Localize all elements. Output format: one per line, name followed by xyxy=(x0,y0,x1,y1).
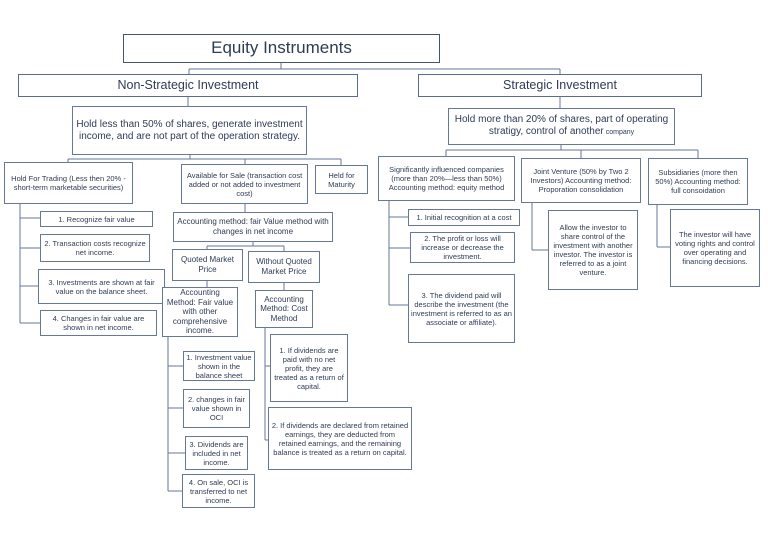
significantly-influenced-item-3: 3. The dividend paid will describe the i… xyxy=(408,274,515,343)
node-quoted-market-price: Quoted Market Price xyxy=(172,249,243,281)
cost-method-item-2: 2. If dividends are declared from retain… xyxy=(268,407,412,470)
strategic-description-text: Hold more than 20% of shares, part of op… xyxy=(454,114,669,137)
non-strategic-description: Hold less than 50% of shares, generate i… xyxy=(72,106,307,155)
significantly-influenced-item-1: 1. Initial recognition at a cost xyxy=(408,209,520,226)
cost-method-item-1: 1. If dividends are paid with no net pro… xyxy=(270,334,348,402)
strategic-description: Hold more than 20% of shares, part of op… xyxy=(448,108,675,145)
significantly-influenced-item-2: 2. The profit or loss will increase or d… xyxy=(410,232,515,263)
branch-non-strategic-investment: Non-Strategic Investment xyxy=(18,74,358,97)
node-without-quoted-market-price: Without Quoted Market Price xyxy=(248,251,320,283)
node-afs-accounting-method: Accounting method: fair Value method wit… xyxy=(173,212,333,242)
node-available-for-sale: Available for Sale (transaction cost add… xyxy=(181,164,308,204)
joint-venture-note: Allow the investor to share control of t… xyxy=(548,210,638,290)
hold-for-trading-item-3: 3. Investments are shown at fair value o… xyxy=(38,269,165,304)
hold-for-trading-item-1: 1. Recognize fair value xyxy=(40,211,153,227)
quoted-item-2: 2. changes in fair value shown in OCI xyxy=(183,389,250,428)
quoted-item-4: 4. On sale, OCI is transferred to net in… xyxy=(182,474,255,508)
node-hold-for-trading: Hold For Trading (Less then 20% -short-t… xyxy=(4,162,133,204)
node-accounting-method-fair-value-oci: Accounting Method: Fair value with other… xyxy=(162,287,238,337)
node-significantly-influenced: Significantly influenced companies (more… xyxy=(378,156,515,201)
quoted-item-1: 1. Investment value shown in the balance… xyxy=(183,351,255,381)
node-held-for-maturity: Held for Maturity xyxy=(315,165,368,194)
subsidiaries-note: The investor will have voting rights and… xyxy=(670,209,760,287)
branch-strategic-investment: Strategic Investment xyxy=(418,74,702,97)
node-subsidiaries: Subsidiaries (more then 50%) Accounting … xyxy=(648,158,748,205)
quoted-item-3: 3. Dividends are included in net income. xyxy=(185,436,248,470)
hold-for-trading-item-4: 4. Changes in fair value are shown in ne… xyxy=(40,310,157,336)
root-node-equity-instruments: Equity Instruments xyxy=(123,34,440,63)
node-joint-venture: Joint Venture (50% by Two 2 Investors) A… xyxy=(521,158,641,203)
hold-for-trading-item-2: 2. Transaction costs recognize net incom… xyxy=(40,234,150,262)
node-accounting-method-cost: Accounting Method: Cost Method xyxy=(255,290,313,328)
strategic-description-suffix: company xyxy=(605,129,635,136)
